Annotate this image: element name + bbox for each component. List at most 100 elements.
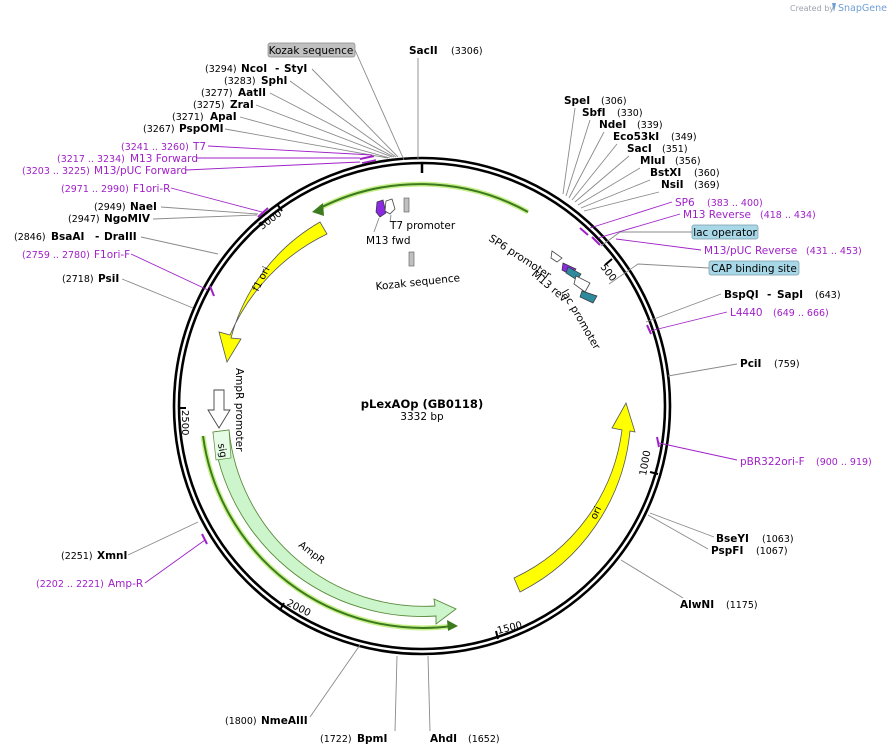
- enzyme-alwni-name[interactable]: AlwNI: [680, 599, 714, 611]
- enzyme-ncoi-leader: [311, 68, 399, 158]
- enzyme-bstxi-leader: [580, 179, 651, 209]
- ampr-signal-label: sig: [215, 443, 228, 459]
- kozak-top-shape: [403, 197, 410, 213]
- lac-operator-leader: [600, 231, 692, 247]
- enzyme-mlui-name[interactable]: MluI: [640, 155, 665, 167]
- ori-arrow[interactable]: [513, 401, 636, 593]
- enzyme-sacii-pos: (3306): [451, 46, 483, 57]
- enzyme-ahdi-pos: (1652): [468, 734, 500, 745]
- enzyme-bpmi-pos: (1722): [320, 734, 352, 745]
- enzyme-spei-name[interactable]: SpeI: [564, 95, 590, 107]
- enzyme-saci-pos: (351): [662, 144, 688, 155]
- enzyme-pspfi-name[interactable]: PspFI: [711, 545, 743, 557]
- enzyme-sphi-name[interactable]: SphI: [261, 75, 287, 87]
- enzyme-aatii-name[interactable]: AatII: [238, 87, 266, 99]
- primer-pbr322ori-f-name[interactable]: pBR322ori-F: [740, 456, 805, 468]
- primer-mark-f1ori-f: [209, 285, 215, 297]
- sp6-promoter-shape[interactable]: [550, 250, 563, 263]
- m13-fwd-shape[interactable]: [384, 198, 396, 215]
- enzyme-pcii-leader: [667, 363, 738, 377]
- enzyme-bsaai-name[interactable]: BsaAI: [51, 231, 84, 243]
- enzyme-bsaai-separator: -: [95, 231, 99, 243]
- primer-m13-reverse-leader: [597, 213, 681, 239]
- top-feature-arrowhead: [312, 203, 324, 216]
- primer-f1ori-r-name[interactable]: F1ori-R: [133, 183, 170, 195]
- f1-ori-label: f1 ori: [251, 265, 273, 293]
- primer-m13-forward-name[interactable]: M13 Forward: [130, 153, 198, 165]
- enzyme-aatii-leader: [269, 92, 395, 158]
- enzyme-naei-name[interactable]: NaeI: [130, 201, 157, 213]
- primer-f1ori-f-pos: (2759 .. 2780): [22, 250, 90, 261]
- plasmid-name: pLexAOp (GB0118): [361, 397, 483, 411]
- enzyme-ngomiv-pos: (2947): [68, 214, 100, 225]
- enzyme-zrai-leader: [255, 104, 393, 158]
- enzyme-ahdi-name[interactable]: AhdI: [430, 733, 457, 745]
- ori-label: ori: [589, 505, 604, 521]
- primer-t7-name[interactable]: T7: [192, 141, 206, 153]
- m13-rev-shape[interactable]: [573, 275, 591, 293]
- primer-m13puc-forward-pos: (3203 .. 3225): [22, 166, 90, 177]
- ampr-arrow[interactable]: [212, 429, 457, 625]
- enzyme-ncoi-name[interactable]: NcoI: [241, 63, 267, 75]
- primer-mark-m13-rev: [591, 236, 601, 246]
- ampr-promoter-label: AmpR promoter: [233, 368, 245, 452]
- backbone-outer-ring: [172, 156, 672, 656]
- enzyme-draiii-name[interactable]: DraIII: [104, 231, 137, 243]
- enzyme-mlui-pos: (356): [675, 156, 701, 167]
- primer-mark-t7: [359, 155, 375, 160]
- kozak-sequence-leader: [354, 49, 405, 161]
- t7-promoter-leader: [389, 214, 392, 223]
- enzyme-psii-leader: [121, 278, 194, 309]
- enzyme-spei-pos: (306): [601, 96, 627, 107]
- enzyme-nsii-pos: (369): [694, 180, 720, 191]
- cap-binding-shape[interactable]: [579, 290, 598, 304]
- primer-m13-reverse-name[interactable]: M13 Reverse: [683, 209, 751, 221]
- enzyme-psii-name[interactable]: PsiI: [98, 273, 119, 285]
- enzyme-eco53ki-name[interactable]: Eco53kI: [613, 131, 659, 143]
- enzyme-bspqi-name[interactable]: BspQI: [724, 289, 759, 301]
- enzyme-ngomiv-name[interactable]: NgoMIV: [104, 213, 151, 225]
- enzyme-saci-name[interactable]: SacI: [627, 143, 652, 155]
- enzyme-zrai-name[interactable]: ZraI: [230, 99, 254, 111]
- primer-m13puc-reverse-name[interactable]: M13/pUC Reverse: [704, 245, 797, 257]
- tick-label-1000: 1000: [638, 450, 653, 477]
- f1-ori-arrow[interactable]: [218, 221, 328, 364]
- primer-m13puc-forward-name[interactable]: M13/pUC Forward: [94, 165, 187, 177]
- primer-sp6-leader: [589, 201, 673, 229]
- enzyme-pspomi-leader: [224, 128, 389, 159]
- kozak-inner-shape: [408, 251, 415, 267]
- enzyme-pcii-name[interactable]: PciI: [740, 358, 761, 370]
- primer-f1ori-f-name[interactable]: F1ori-F: [94, 249, 130, 261]
- enzyme-bpmi-leader: [394, 655, 398, 732]
- enzyme-sapi-name[interactable]: SapI: [777, 289, 803, 301]
- enzyme-eco53ki-pos: (349): [671, 132, 697, 143]
- primer-l4440-name[interactable]: L4440: [730, 307, 763, 319]
- ampr-promoter-arrow[interactable]: [207, 389, 231, 429]
- t7-promoter-shape[interactable]: [375, 199, 387, 218]
- enzyme-bspqi-pos: (643): [815, 290, 841, 301]
- enzyme-aatii-pos: (3277): [201, 88, 233, 99]
- enzyme-zrai-pos: (3275): [193, 100, 225, 111]
- plasmid-length: 3332 bp: [400, 411, 444, 423]
- primer-sp6-name[interactable]: SP6: [675, 197, 695, 209]
- enzyme-nsii-name[interactable]: NsiI: [661, 179, 684, 191]
- enzyme-apai-pos: (3271): [172, 112, 204, 123]
- enzyme-pspomi-name[interactable]: PspOMI: [179, 123, 224, 135]
- enzyme-styi-name[interactable]: StyI: [284, 63, 307, 75]
- enzyme-bstxi-name[interactable]: BstXI: [650, 167, 681, 179]
- primer-m13puc-forward-leader: [185, 161, 361, 171]
- primer-f1ori-f-leader: [130, 253, 209, 291]
- enzyme-bpmi-name[interactable]: BpmI: [357, 733, 387, 745]
- enzyme-nsii-leader: [583, 191, 660, 212]
- enzyme-bseyi-name[interactable]: BseYI: [716, 533, 749, 545]
- enzyme-saci i-name[interactable]: SacII: [409, 45, 438, 57]
- enzyme-nmeaiii-name[interactable]: NmeAIII: [261, 715, 308, 727]
- primer-mark-sp6: [579, 227, 589, 236]
- enzyme-apai-name[interactable]: ApaI: [210, 111, 237, 123]
- enzyme-bsaai-leader: [140, 236, 219, 255]
- enzyme-sbfi-name[interactable]: SbfI: [582, 107, 606, 119]
- enzyme-ndei-name[interactable]: NdeI: [599, 119, 626, 131]
- primer-amp-r-name[interactable]: Amp-R: [108, 578, 143, 590]
- primer-f1ori-r-leader: [170, 187, 263, 213]
- enzyme-xmni-name[interactable]: XmnI: [97, 550, 127, 562]
